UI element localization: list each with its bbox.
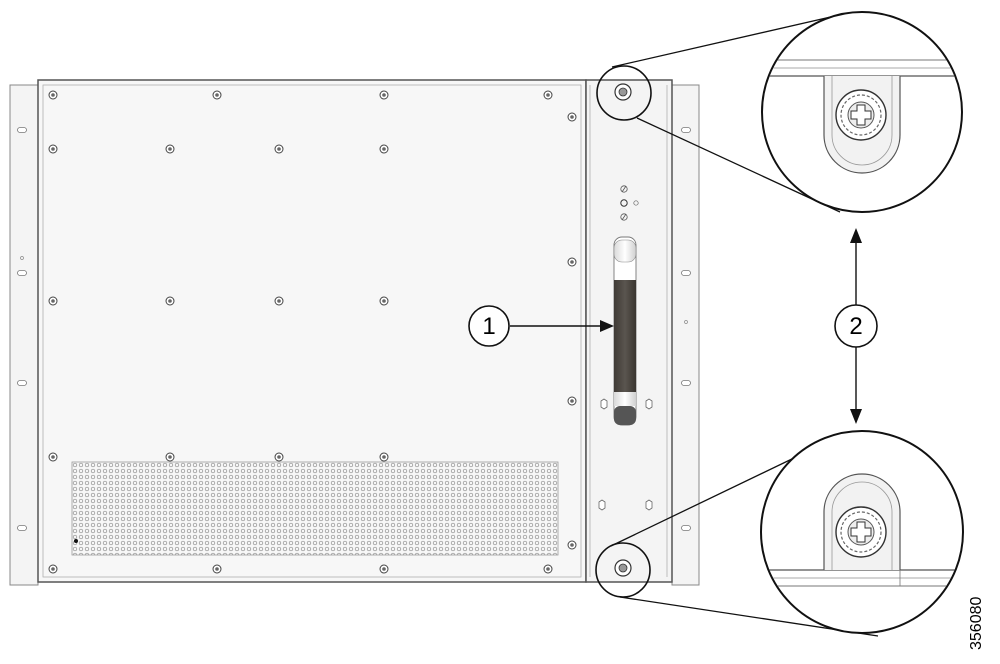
callout-1: 1	[468, 305, 614, 347]
arrow-right-icon	[600, 320, 614, 332]
left-rack-ear	[9, 84, 39, 586]
ejector-handle	[613, 236, 637, 426]
magnified-detail-top	[761, 11, 963, 213]
captive-screw-top	[614, 83, 632, 101]
callout-2: 2	[834, 228, 878, 424]
front-module	[585, 79, 673, 583]
perforated-vent-area	[71, 461, 559, 556]
magnified-detail-bottom	[760, 430, 964, 634]
arrow-down-icon	[850, 409, 862, 424]
figure-id: 356080	[968, 596, 985, 650]
arrow-up-icon	[850, 228, 862, 243]
callout-number-1: 1	[482, 313, 495, 340]
captive-screw-bottom	[614, 559, 632, 577]
right-rack-ear	[671, 84, 700, 586]
callout-number-2: 2	[849, 313, 862, 340]
zoom-source-circle-top	[596, 65, 652, 121]
status-led-icons	[620, 185, 639, 221]
module-hex-screws	[598, 398, 653, 511]
